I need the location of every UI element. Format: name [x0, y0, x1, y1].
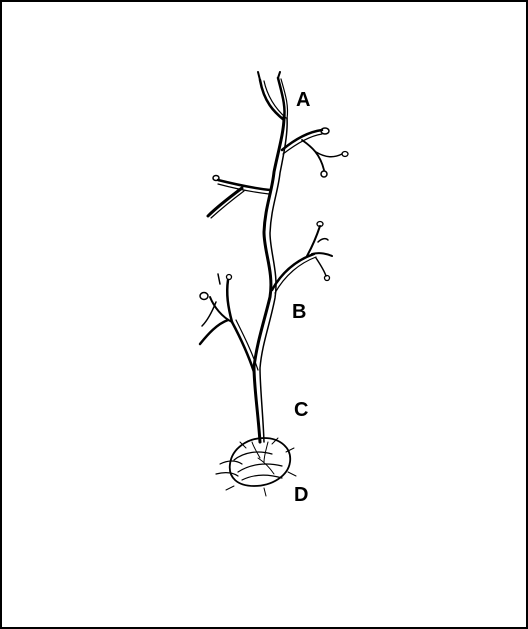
right-lower-branch [272, 222, 332, 294]
trunk [254, 117, 287, 442]
label-a: A [296, 90, 310, 110]
root-ball [216, 438, 296, 496]
label-c: C [294, 400, 308, 420]
label-b: B [292, 302, 306, 322]
crown-branches [258, 72, 288, 120]
left-lower-branch [200, 274, 258, 372]
label-d: D [294, 485, 308, 505]
upper-right-branch [282, 128, 348, 177]
left-middle-branch [208, 176, 270, 219]
